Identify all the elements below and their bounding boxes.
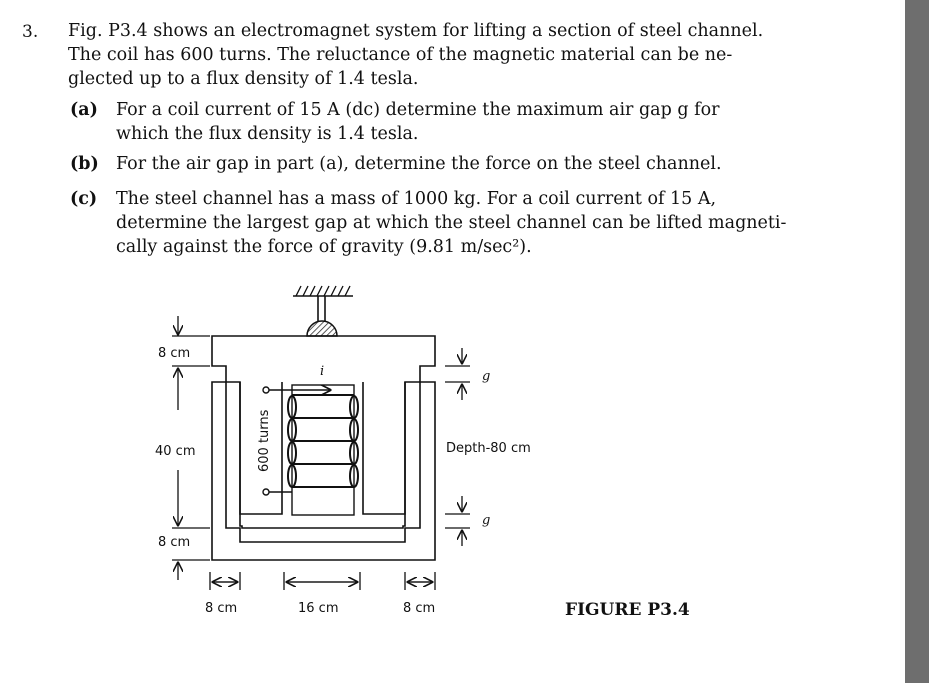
figure-caption: FIGURE P3.4: [565, 600, 690, 620]
left-dimensions: [172, 316, 210, 580]
part-a-line-2: which the flux density is 1.4 tesla.: [116, 124, 419, 144]
problem-number: 3.: [22, 22, 39, 42]
coil-leads: [262, 387, 330, 496]
right-leg-label: 8 cm: [403, 601, 435, 616]
coil: [287, 384, 359, 516]
bottom-thickness-label: 8 cm: [158, 535, 190, 550]
part-c-line-2: determine the largest gap at which the s…: [116, 213, 787, 233]
part-c-label: (c): [70, 189, 98, 209]
intro-line-1: Fig. P3.4 shows an electromagnet system …: [68, 21, 764, 41]
ceiling-support: [293, 285, 353, 337]
depth-label: Depth-80 cm: [446, 441, 531, 456]
left-leg-label: 8 cm: [205, 601, 237, 616]
turns-label: 600 turns: [257, 409, 272, 472]
part-b-label: (b): [70, 154, 99, 174]
center-width-label: 16 cm: [298, 601, 339, 616]
part-a-line-1: For a coil current of 15 A (dc) determin…: [116, 100, 720, 120]
intro-line-2: The coil has 600 turns. The reluctance o…: [68, 45, 733, 65]
electromagnet-core: [211, 335, 436, 529]
scrollbar[interactable]: [905, 0, 929, 683]
part-c-line-1: The steel channel has a mass of 1000 kg.…: [116, 189, 717, 209]
bottom-dimensions: [209, 572, 436, 590]
steel-channel: [211, 381, 436, 561]
part-c-line-3: cally against the force of gravity (9.81…: [116, 237, 532, 257]
gap-top-label: g: [482, 369, 490, 384]
current-label: i: [320, 364, 324, 379]
intro-line-3: glected up to a flux density of 1.4 tesl…: [68, 69, 419, 89]
part-a-label: (a): [70, 100, 98, 120]
gap-dimensions: [445, 348, 470, 546]
gap-bottom-label: g: [482, 513, 490, 528]
height-label: 40 cm: [155, 444, 196, 459]
electromagnet-figure: i 600 turns 8 cm 40 cm 8 cm 8 cm 16 cm 8…: [155, 285, 531, 616]
top-thickness-label: 8 cm: [158, 346, 190, 361]
part-b-line-1: For the air gap in part (a), determine t…: [116, 154, 722, 174]
